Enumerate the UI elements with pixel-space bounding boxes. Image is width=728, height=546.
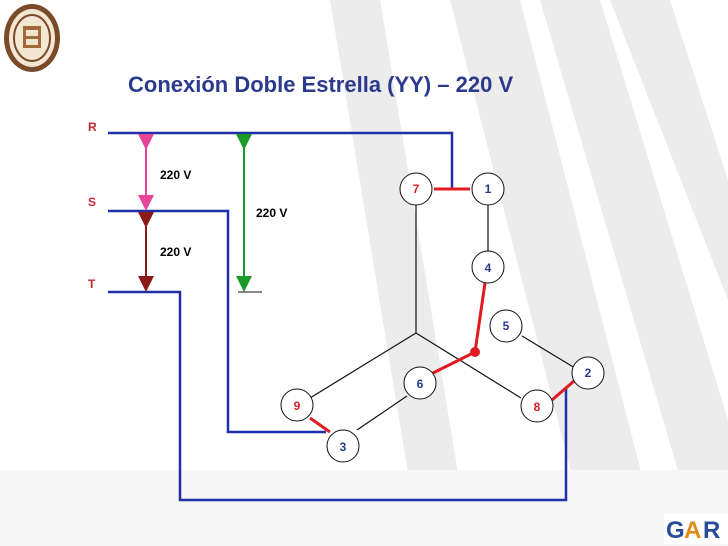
phase-r-label: R (88, 120, 97, 134)
svg-text:1: 1 (485, 182, 492, 196)
slide-title: Conexión Doble Estrella (YY) – 220 V (128, 72, 514, 97)
junction-dot (470, 347, 480, 357)
bridge-center2-6 (430, 350, 476, 376)
svg-text:3: 3 (340, 440, 347, 454)
bridge-4-center2 (473, 282, 487, 353)
svg-text:R: R (703, 517, 720, 544)
phase-s-label: S (88, 195, 96, 209)
svg-text:A: A (684, 517, 701, 544)
svg-text:G: G (666, 517, 685, 544)
voltage-label-rt: 220 V (256, 206, 287, 220)
star-wire-5-2 (521, 335, 576, 369)
node-4: 4 (471, 250, 505, 284)
star-wire-center-9 (309, 332, 417, 399)
svg-text:6: 6 (417, 377, 424, 391)
node-2: 2 (571, 356, 605, 390)
star-wire-center-8 (415, 332, 522, 399)
node-1: 1 (471, 172, 505, 206)
node-3: 3 (326, 429, 360, 463)
svg-text:2: 2 (585, 366, 592, 380)
star-wire-6-3 (356, 395, 408, 431)
node-7: 7 (399, 172, 433, 206)
university-seal-logo (4, 4, 60, 72)
gar-logo: G A R (664, 514, 728, 544)
svg-text:5: 5 (503, 319, 510, 333)
voltage-label-rs: 220 V (160, 168, 191, 182)
phase-t-label: T (88, 277, 96, 291)
node-5: 5 (489, 309, 523, 343)
node-6: 6 (403, 366, 437, 400)
svg-text:9: 9 (294, 399, 301, 413)
bridge-9-3 (309, 416, 331, 434)
node-8: 8 (520, 389, 554, 423)
svg-text:7: 7 (413, 182, 420, 196)
voltage-label-st: 220 V (160, 245, 191, 259)
node-9: 9 (280, 388, 314, 422)
svg-text:8: 8 (534, 400, 541, 414)
bridge-8-2 (551, 379, 575, 402)
wire-s (108, 209, 326, 434)
svg-text:4: 4 (485, 261, 492, 275)
